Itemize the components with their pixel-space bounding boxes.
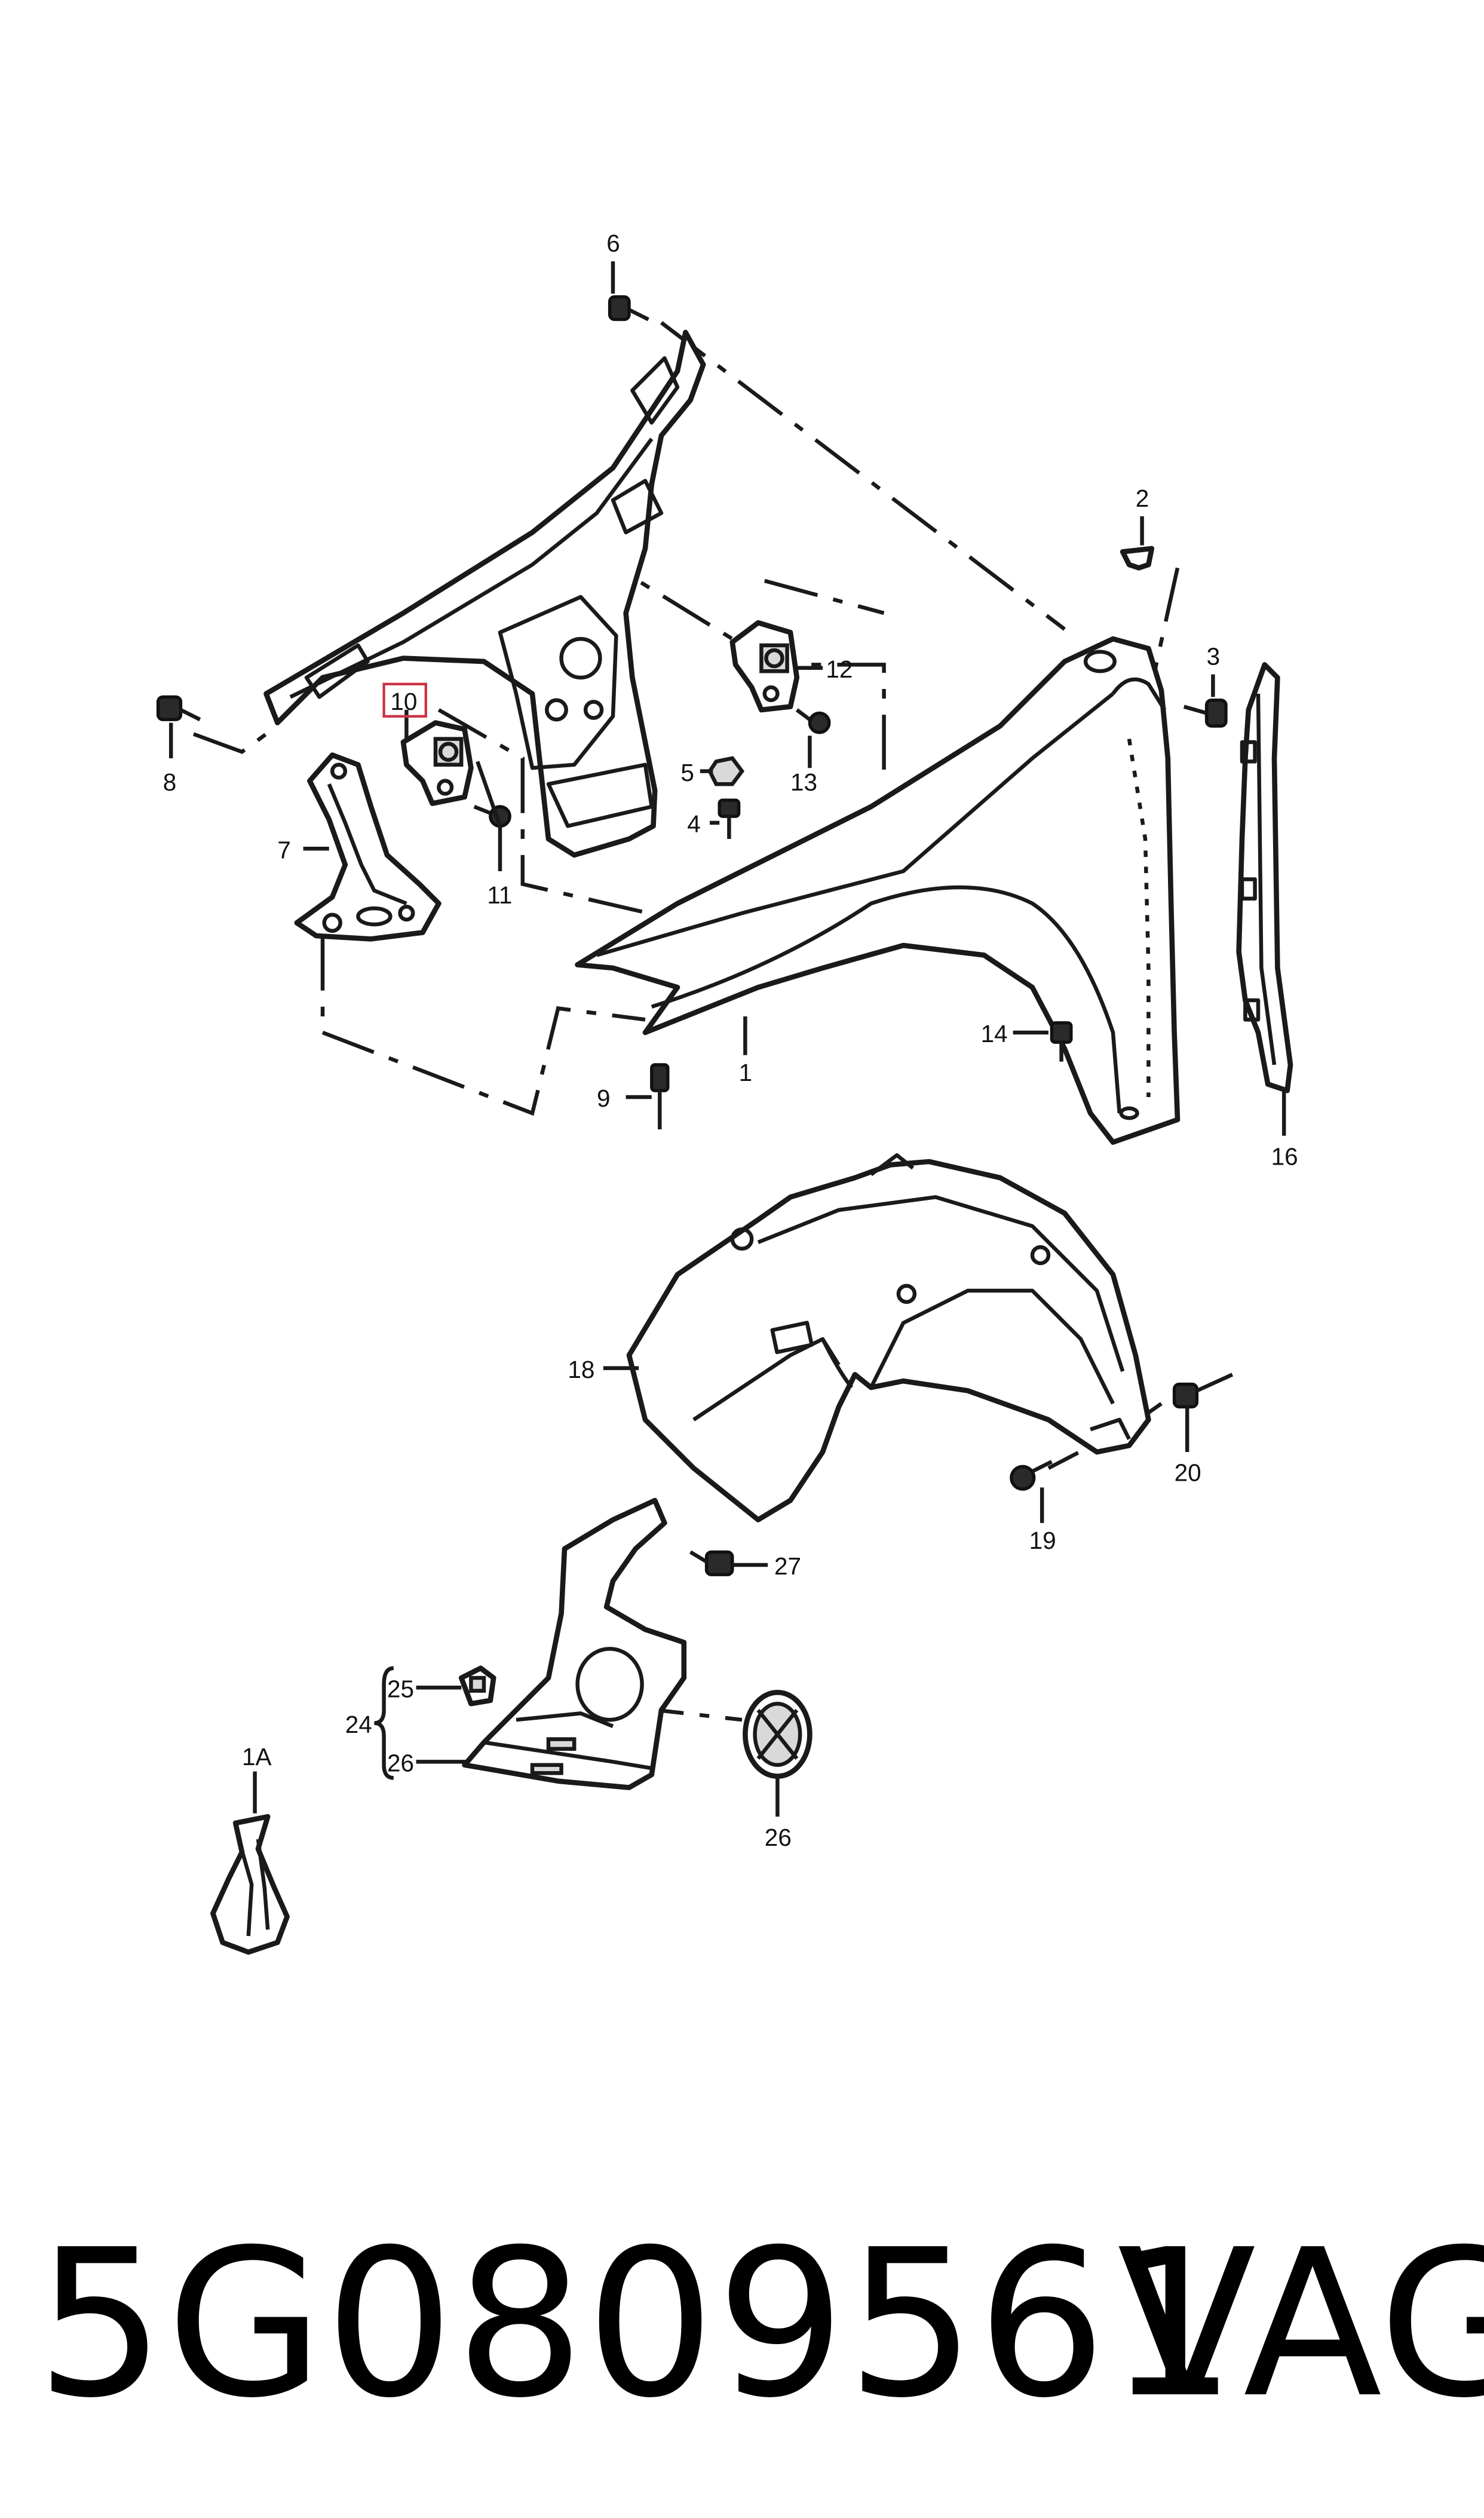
callout-4: 4 xyxy=(687,810,701,838)
screw-3 xyxy=(1183,699,1228,728)
bracket-7 xyxy=(294,752,441,942)
callout-27: 27 xyxy=(774,1552,801,1580)
clip-25 xyxy=(458,1665,496,1707)
callout-2: 2 xyxy=(1136,485,1149,512)
callout-13: 13 xyxy=(790,768,817,796)
screw-19 xyxy=(1010,1460,1053,1491)
screw-11 xyxy=(473,804,511,828)
callout-11: 11 xyxy=(487,881,512,909)
callout-26-left: 26 xyxy=(387,1750,414,1777)
callout-1: 1 xyxy=(739,1059,753,1086)
screw-8 xyxy=(156,695,201,722)
callout-5: 5 xyxy=(680,759,694,786)
callout-26-right: 26 xyxy=(765,1824,792,1851)
callout-12: 12 xyxy=(826,655,853,683)
nut-5 xyxy=(707,756,745,786)
front-fender xyxy=(575,636,1181,1145)
callout-8: 8 xyxy=(163,768,177,796)
screw-14 xyxy=(1050,1021,1073,1062)
screw-6 xyxy=(608,295,649,321)
callout-6: 6 xyxy=(606,229,620,257)
callout-19: 19 xyxy=(1029,1527,1056,1554)
callout-1A: 1A xyxy=(242,1743,272,1770)
screw-27 xyxy=(689,1550,734,1576)
seal-strip-16 xyxy=(1236,662,1293,1093)
callout-20: 20 xyxy=(1175,1459,1201,1487)
bracket-12 xyxy=(729,620,800,713)
callout-3: 3 xyxy=(1207,642,1221,670)
screw-20 xyxy=(1172,1373,1234,1409)
wheel-housing-liner-18 xyxy=(626,1153,1151,1523)
highlight-box-10 xyxy=(382,682,427,718)
screw-13 xyxy=(795,708,831,734)
callout-14: 14 xyxy=(981,1020,1008,1047)
bracket-10 xyxy=(400,720,474,806)
part-number: 5G0809561 xyxy=(36,2206,1238,2443)
callout-25: 25 xyxy=(387,1675,414,1702)
stud-9 xyxy=(650,1063,670,1130)
callout-labels: 6 2 3 12 10 8 13 5 4 7 11 14 9 1 16 18 2… xyxy=(163,229,1298,1851)
connection-lines xyxy=(192,321,1180,1722)
callout-18: 18 xyxy=(568,1356,594,1383)
brand-label: VAG xyxy=(1117,2206,1484,2443)
inner-structure xyxy=(263,329,706,858)
bag-1A xyxy=(210,1814,290,1955)
clip-2 xyxy=(1120,546,1155,571)
callout-24: 24 xyxy=(345,1711,372,1738)
screw-4 xyxy=(718,798,741,840)
leader-lines xyxy=(168,261,1286,1817)
lower-liner-24 xyxy=(462,1497,687,1790)
callout-9: 9 xyxy=(597,1085,611,1112)
cover-cap-26 xyxy=(743,1689,812,1779)
callout-10: 10 xyxy=(390,688,417,715)
callout-16: 16 xyxy=(1271,1142,1298,1170)
callout-7: 7 xyxy=(277,836,291,863)
